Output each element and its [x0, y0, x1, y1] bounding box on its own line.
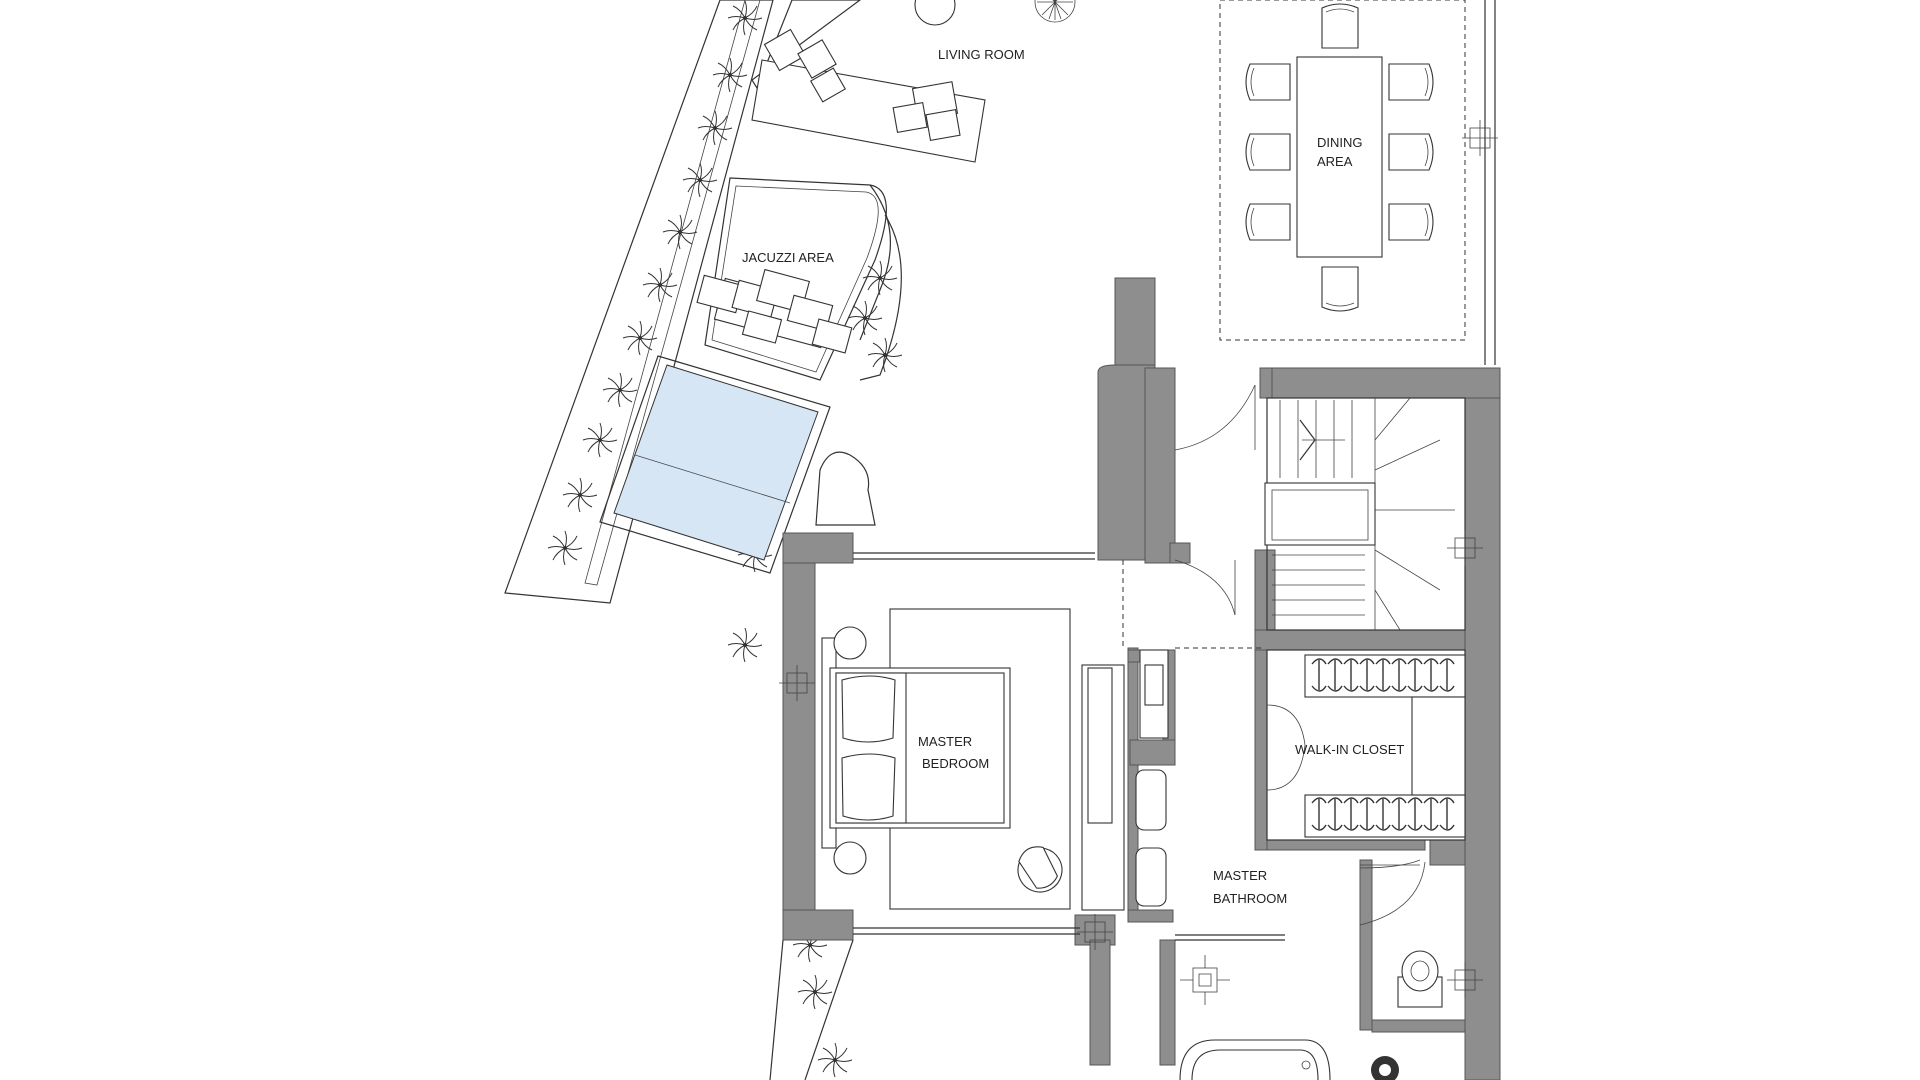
staircase [1174, 384, 1483, 631]
garden-strip [504, 0, 774, 604]
room-label-closet: WALK-IN CLOSET [1295, 742, 1404, 757]
palm-plant-icon [727, 627, 763, 663]
pool [599, 355, 876, 574]
palm-plant-icon [602, 372, 638, 408]
shower-drain [1180, 955, 1230, 1005]
chair-icon [1017, 846, 1063, 893]
room-label-bedroom: MASTER [918, 734, 972, 749]
master-bathroom: MASTER BATHROOM [1175, 859, 1483, 1080]
master-bedroom: MASTER BEDROOM [779, 552, 1265, 950]
palm-plant-icon [662, 214, 698, 250]
svg-text:BEDROOM: BEDROOM [922, 756, 989, 771]
toilet-icon [1397, 950, 1443, 1008]
palm-plant-icon [562, 477, 598, 513]
palm-plant-icon [622, 320, 658, 356]
column-cross-icon [1077, 914, 1113, 950]
palm-plant-icon [847, 300, 883, 336]
chair-icon [1388, 203, 1434, 241]
lower-garden [769, 939, 854, 1080]
column-cross-icon [779, 665, 815, 701]
palm-plant-icon [642, 267, 678, 303]
column-cross-icon [1462, 120, 1498, 156]
room-label-bath: MASTER [1213, 868, 1267, 883]
chair-icon [1321, 3, 1359, 49]
room-label-jacuzzi: JACUZZI AREA [742, 250, 834, 265]
palm-plant-icon [547, 530, 583, 566]
palm-plant-icon [862, 260, 898, 296]
svg-text:BATHROOM: BATHROOM [1213, 891, 1287, 906]
bathtub-icon [1179, 1039, 1331, 1080]
door-swing [1266, 704, 1306, 746]
nightstand-lamp [833, 626, 867, 660]
room-label-living: LIVING ROOM [938, 47, 1025, 62]
chair-icon [1245, 133, 1291, 171]
column-cross-icon [1447, 962, 1483, 998]
palm-plant-icon [1371, 1056, 1399, 1080]
palm-plant-icon [797, 974, 833, 1010]
bed-icon [821, 637, 1011, 849]
dining-table [1296, 56, 1383, 258]
wardrobe-strip [1081, 649, 1169, 911]
chair-icon [1245, 203, 1291, 241]
chair-icon [1388, 133, 1434, 171]
palm-plant-icon [867, 337, 903, 373]
chair-icon [1245, 63, 1291, 101]
walls [782, 277, 1501, 1080]
palm-plant-icon [682, 162, 718, 198]
door-swing [1359, 859, 1421, 869]
palm-plant-icon [817, 1042, 853, 1078]
chair-icon [1321, 266, 1359, 312]
palm-plants [547, 0, 903, 1078]
spiral-plant-icon [1034, 0, 1076, 23]
palm-plant-icon [697, 110, 733, 146]
palm-plant-icon [582, 422, 618, 458]
door-swing [1174, 384, 1256, 451]
dining-area: DINING AREA [1219, 0, 1498, 365]
sink-icon [1135, 769, 1167, 907]
room-label-dining: DINING [1317, 135, 1363, 150]
palm-plant-icon [712, 57, 748, 93]
palm-plant-icon [727, 0, 763, 36]
dining-chairs [1245, 3, 1434, 312]
living-area: LIVING ROOM [751, 0, 1076, 163]
svg-text:AREA: AREA [1317, 154, 1353, 169]
jacuzzi-area: JACUZZI AREA [696, 177, 902, 381]
walk-in-closet: WALK-IN CLOSET [1266, 649, 1466, 841]
column-cross-icon [1447, 530, 1483, 566]
chair-icon [1388, 63, 1434, 101]
